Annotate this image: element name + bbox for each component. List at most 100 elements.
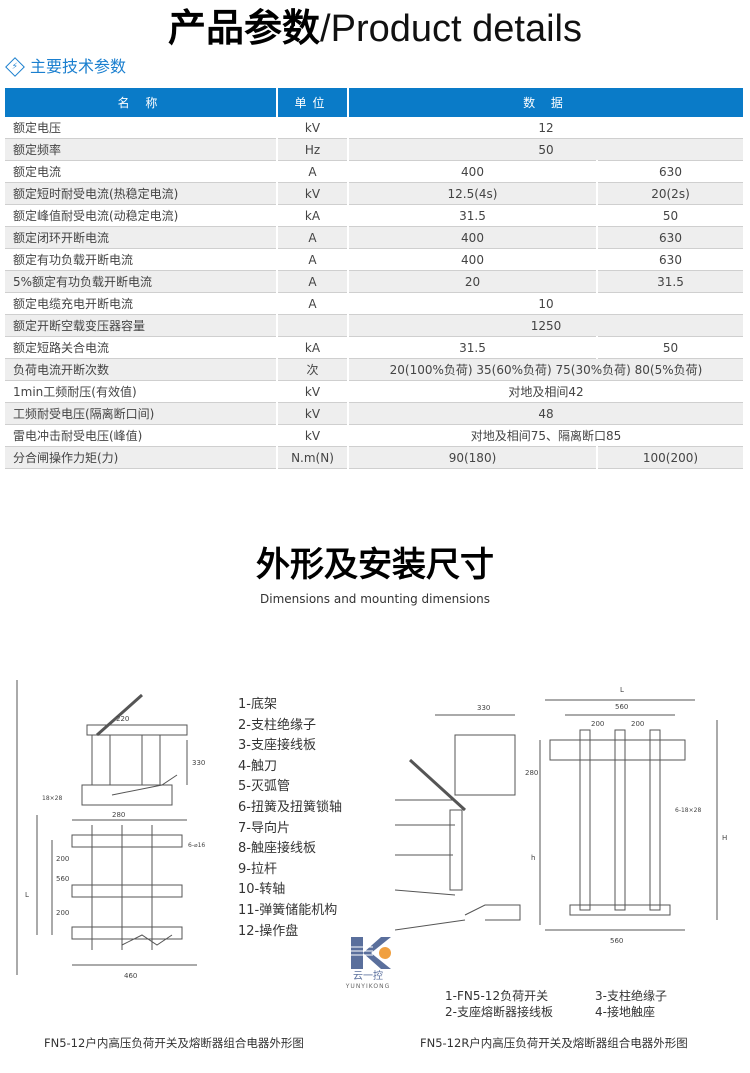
row-value: 90(180): [347, 446, 597, 469]
left-legend-item: 1-底架: [238, 697, 277, 712]
right-legend-item: 1-FN5-12负荷开关: [445, 989, 549, 1003]
row-name: 雷电冲击耐受电压(峰值): [5, 424, 277, 447]
row-unit: A: [276, 248, 348, 271]
logo-mark: [343, 937, 391, 969]
logo-name: 云一控: [353, 971, 383, 982]
row-value: 20(100%负荷) 35(60%负荷) 75(30%负荷) 80(5%负荷): [347, 358, 743, 381]
row-name: 额定电缆充电开断电流: [5, 292, 277, 315]
right-legend-item: 4-接地触座: [595, 1005, 655, 1019]
row-unit: A: [276, 270, 348, 293]
logo: 云一控 YUNYIKONG: [338, 935, 398, 991]
left-legend-item: 9-拉杆: [238, 861, 277, 877]
col-data: 数 据: [348, 88, 743, 117]
logo-en: YUNYIKONG: [345, 983, 391, 990]
left-drawing: 280 330 220 560 200 200 460 L 6-⌀16 18×2…: [16, 680, 205, 980]
row-unit: N.m(N): [276, 446, 348, 469]
row-value: 630: [596, 226, 743, 249]
row-unit: kV: [276, 402, 348, 425]
table-row: 分合闸操作力矩(力)N.m(N)90(180)100(200): [5, 446, 743, 469]
left-legend-item: 7-导向片: [238, 820, 290, 836]
r-dim-H: H: [722, 834, 727, 842]
right-legend-item: 3-支柱绝缘子: [595, 989, 667, 1003]
row-value: 1250: [347, 314, 743, 337]
dim-slot: 18×28: [42, 795, 62, 802]
r-dim-200b: 200: [631, 720, 644, 728]
left-legend-item: 6-扭簧及扭簧锁轴: [238, 799, 342, 815]
dim-220: 220: [116, 715, 129, 723]
row-name: 分合闸操作力矩(力): [5, 446, 277, 469]
r-dim-h: h: [531, 854, 535, 862]
left-legend-item: 10-转轴: [238, 882, 286, 898]
row-name: 额定开断空载变压器容量: [5, 314, 277, 337]
left-legend-item: 11-弹簧储能机构: [238, 902, 338, 918]
dimensions-subtitle: Dimensions and mounting dimensions: [260, 592, 490, 606]
page-title: 产品参数/Product details: [0, 6, 750, 50]
row-unit: kA: [276, 336, 348, 359]
title-cn: 产品参数: [168, 6, 321, 50]
row-value: 48: [347, 402, 743, 425]
row-value: 20(2s): [596, 182, 743, 205]
row-unit: kV: [276, 380, 348, 403]
table-row: 额定开断空载变压器容量 1250: [5, 314, 743, 337]
right-caption: FN5-12R户内高压负荷开关及熔断器组合电器外形图: [420, 1036, 688, 1050]
r-dim-560: 560: [615, 703, 628, 711]
row-value: 50: [596, 204, 743, 227]
r-dim-330: 330: [477, 704, 490, 712]
row-value: 400: [347, 160, 597, 183]
dim-460: 460: [124, 972, 137, 980]
dimensions-title: 外形及安装尺寸: [256, 545, 494, 585]
left-legend-item: 2-支柱绝缘子: [238, 717, 316, 733]
row-value: 400: [347, 226, 597, 249]
r-dim-L: L: [620, 686, 624, 694]
row-value: 630: [596, 248, 743, 271]
row-value: 20: [347, 270, 597, 293]
r-dim-560b: 560: [610, 937, 623, 945]
row-name: 额定短路关合电流: [5, 336, 277, 359]
row-name: 额定有功负载开断电流: [5, 248, 277, 271]
left-legend-item: 8-触座接线板: [238, 841, 316, 857]
row-name: 额定电流: [5, 160, 277, 183]
col-unit: 单位: [277, 88, 349, 117]
row-unit: A: [276, 292, 348, 315]
row-name: 额定频率: [5, 138, 277, 161]
row-name: 5%额定有功负载开断电流: [5, 270, 277, 293]
row-unit: kA: [276, 204, 348, 227]
row-value: 31.5: [347, 336, 597, 359]
row-value: 对地及相间75、隔离断口85: [347, 424, 743, 447]
left-caption: FN5-12户内高压负荷开关及熔断器组合电器外形图: [44, 1036, 304, 1050]
dim-200a: 200: [56, 855, 69, 863]
dim-L: L: [25, 891, 29, 899]
row-name: 负荷电流开断次数: [5, 358, 277, 381]
row-value: 12: [347, 117, 743, 139]
row-unit: A: [276, 226, 348, 249]
row-name: 1min工频耐压(有效值): [5, 380, 277, 403]
row-value: 630: [596, 160, 743, 183]
right-legend-item: 2-支座熔断器接线板: [445, 1005, 553, 1019]
row-unit: Hz: [276, 138, 348, 161]
col-name: 名 称: [5, 88, 278, 117]
left-legend-item: 4-触刀: [238, 758, 277, 774]
row-value: 12.5(4s): [347, 182, 597, 205]
row-value: 400: [347, 248, 597, 271]
dim-330: 330: [192, 759, 205, 767]
r-dim-200a: 200: [591, 720, 604, 728]
dim-200b: 200: [56, 909, 69, 917]
row-value: 50: [596, 336, 743, 359]
left-legend-item: 5-灭弧管: [238, 779, 290, 795]
dim-560: 560: [56, 875, 69, 883]
r-dim-slot: 6-18×28: [675, 807, 701, 814]
row-unit: kV: [276, 424, 348, 447]
